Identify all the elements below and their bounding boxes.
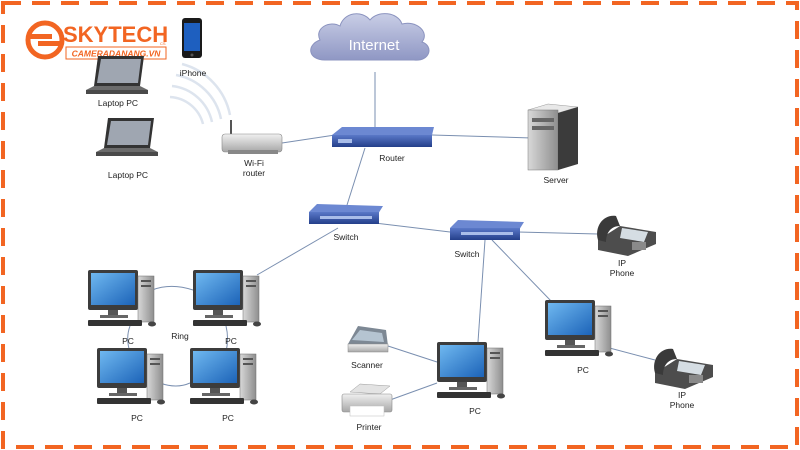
logo-site: CAMERADANANG.VN bbox=[72, 49, 162, 59]
scanner-icon bbox=[347, 326, 389, 353]
pc-ring-tl-icon bbox=[87, 269, 157, 327]
switch-right-label: Switch bbox=[454, 249, 479, 259]
pc-center-label: PC bbox=[469, 406, 481, 416]
ip-phone-bottom-label-line2: Phone bbox=[670, 400, 695, 410]
pc-ring-tl-label: PC bbox=[122, 336, 134, 346]
pc-ring-bl-icon bbox=[96, 347, 166, 405]
scanner-label: Scanner bbox=[351, 360, 383, 370]
pc-right-icon bbox=[544, 299, 614, 357]
switch-left-icon bbox=[309, 204, 383, 224]
laptop-top-label: Laptop PC bbox=[98, 98, 138, 108]
wifi-router-label-line1: Wi-Fi bbox=[244, 158, 264, 168]
switch-right-icon bbox=[450, 220, 524, 240]
switch-left-label: Switch bbox=[333, 232, 358, 242]
router-label: Router bbox=[379, 153, 405, 163]
iphone-label: iPhone bbox=[180, 68, 207, 78]
pc-ring-tr-label: PC bbox=[225, 336, 237, 346]
skytech-logo: SKYTECH CS CAMERADANANG.VN bbox=[25, 20, 168, 60]
server-icon bbox=[527, 103, 579, 171]
ip-phone-top-label-line1: IP bbox=[618, 258, 626, 268]
printer-icon bbox=[341, 383, 393, 417]
ip-phone-top-label-line2: Phone bbox=[610, 268, 635, 278]
wifi-router-label-line2: router bbox=[243, 168, 265, 178]
wifi-router-icon bbox=[221, 120, 283, 154]
router-icon bbox=[332, 127, 434, 147]
pc-center-icon bbox=[436, 341, 506, 399]
pc-ring-br-icon bbox=[189, 347, 259, 405]
printer-label: Printer bbox=[356, 422, 381, 432]
internet-label: Internet bbox=[349, 37, 401, 54]
ring-label: Ring bbox=[171, 331, 189, 341]
pc-ring-br-label: PC bbox=[222, 413, 234, 423]
pc-ring-tr-icon bbox=[192, 269, 262, 327]
wifi-waves-icon bbox=[169, 62, 232, 125]
iphone-icon bbox=[182, 18, 202, 58]
logo-brand: SKYTECH bbox=[63, 22, 168, 47]
ip-phone-bottom-icon bbox=[654, 348, 713, 389]
ip-phone-top-icon bbox=[597, 215, 656, 256]
laptop-top-icon bbox=[86, 56, 148, 94]
laptop-bottom-icon bbox=[96, 118, 158, 156]
internet-cloud-icon: Internet bbox=[310, 13, 430, 61]
server-label: Server bbox=[543, 175, 568, 185]
pc-right-label: PC bbox=[577, 365, 589, 375]
links bbox=[127, 72, 656, 401]
ip-phone-bottom-label-line1: IP bbox=[678, 390, 686, 400]
laptop-bottom-label: Laptop PC bbox=[108, 170, 148, 180]
pc-ring-bl-label: PC bbox=[131, 413, 143, 423]
logo-superscript: CS bbox=[160, 41, 166, 46]
